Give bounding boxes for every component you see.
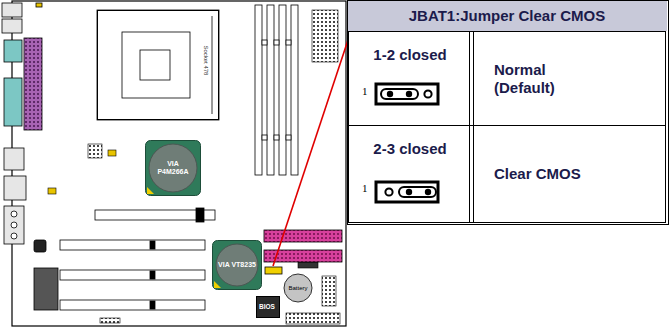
board-outline — [12, 1, 346, 326]
setting-text: 2-3 closed — [349, 140, 471, 157]
bios-chip: BIOS — [256, 296, 280, 318]
chip-die — [149, 144, 197, 192]
socket-label: Socket 478 — [203, 30, 210, 90]
table-header-fill — [348, 1, 667, 31]
southbridge-chip: VIA VT8235 — [212, 240, 262, 290]
leader-line — [273, 31, 351, 266]
chip-body — [146, 141, 201, 196]
result-text: Normal (Default) — [494, 61, 594, 96]
chip-label: VIA P4M266A — [151, 160, 195, 176]
expansion-slots — [60, 208, 215, 310]
chip-label: BIOS — [257, 303, 277, 310]
cpu-socket: Socket 478 — [97, 10, 219, 120]
cmos-battery: Battery — [283, 273, 313, 303]
battery-label: Battery — [283, 285, 313, 292]
table-heading: JBAT1:Jumper Clear CMOS — [348, 7, 666, 24]
result-text: Clear CMOS — [494, 165, 659, 182]
setting-text: 1-2 closed — [349, 46, 471, 63]
jumper-icon-clear — [376, 182, 438, 202]
pin1-marker — [147, 187, 154, 194]
jbat1-jumper — [265, 267, 282, 274]
chip-label: VIA VT8235 — [216, 261, 258, 269]
result-cell: Clear CMOS — [469, 125, 666, 223]
pin-number: 1 — [362, 85, 374, 98]
jumper-table: 1-2 closed1Normal (Default)2-3 closed1Cl… — [347, 0, 669, 225]
result-cell: Normal (Default) — [469, 31, 666, 126]
back-panel — [2, 3, 42, 244]
jumper-icon-normal — [376, 84, 438, 104]
socket-detail — [97, 10, 219, 120]
setting-cell: 2-3 closed 1 — [348, 125, 474, 223]
chip-die — [216, 244, 258, 286]
pin-number: 1 — [362, 182, 374, 195]
pin1-marker — [214, 281, 221, 288]
table-ground — [347, 0, 668, 225]
chip-body — [213, 241, 262, 290]
setting-cell: 1-2 closed 1 — [348, 31, 474, 126]
battery-cell — [284, 274, 312, 302]
northbridge-chip: VIA P4M266A — [145, 140, 201, 196]
dimm-slots — [255, 5, 298, 175]
misc-chips — [34, 240, 58, 310]
